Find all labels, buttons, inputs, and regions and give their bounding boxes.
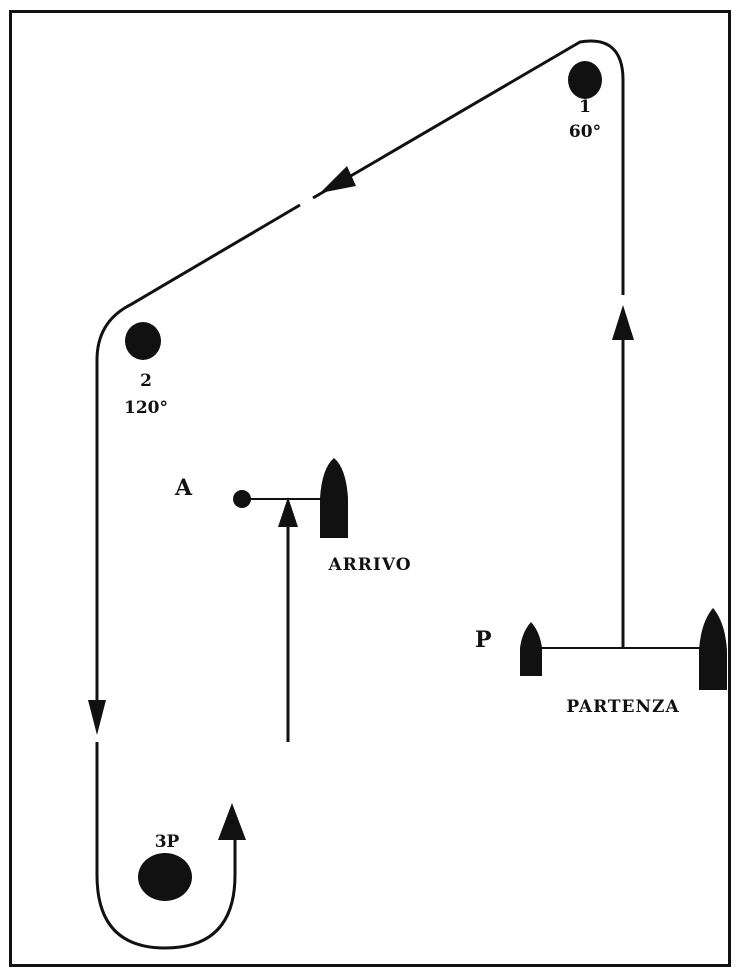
arrow-head-down-left-leg bbox=[88, 700, 106, 735]
course-path bbox=[95, 39, 625, 710]
diagram-frame bbox=[9, 10, 731, 967]
start-letter: P bbox=[475, 627, 492, 653]
start-pin-boat bbox=[520, 622, 542, 676]
mark-1-number: 1 bbox=[579, 97, 591, 117]
mark-1-angle: 60° bbox=[569, 122, 601, 142]
mark-1-buoy bbox=[568, 61, 602, 99]
start-label: PARTENZA bbox=[566, 697, 679, 717]
finish-letter: A bbox=[174, 475, 193, 501]
arrow-head-top-leg bbox=[320, 166, 356, 193]
finish-label: ARRIVO bbox=[327, 555, 411, 575]
arrow-head-loop bbox=[218, 803, 246, 840]
arrow-head-up-right-leg bbox=[612, 305, 634, 340]
finish-committee-boat bbox=[320, 458, 348, 538]
finish-approach-arrow-head bbox=[278, 497, 298, 527]
mark-2-angle: 120° bbox=[124, 398, 168, 418]
mark-3p-label: 3P bbox=[155, 832, 180, 852]
gate-loop-path bbox=[95, 742, 237, 950]
mark-3p-buoy bbox=[138, 853, 192, 901]
mark-2-number: 2 bbox=[140, 371, 152, 391]
mark-2-buoy bbox=[125, 322, 161, 360]
start-committee-boat bbox=[699, 608, 727, 690]
